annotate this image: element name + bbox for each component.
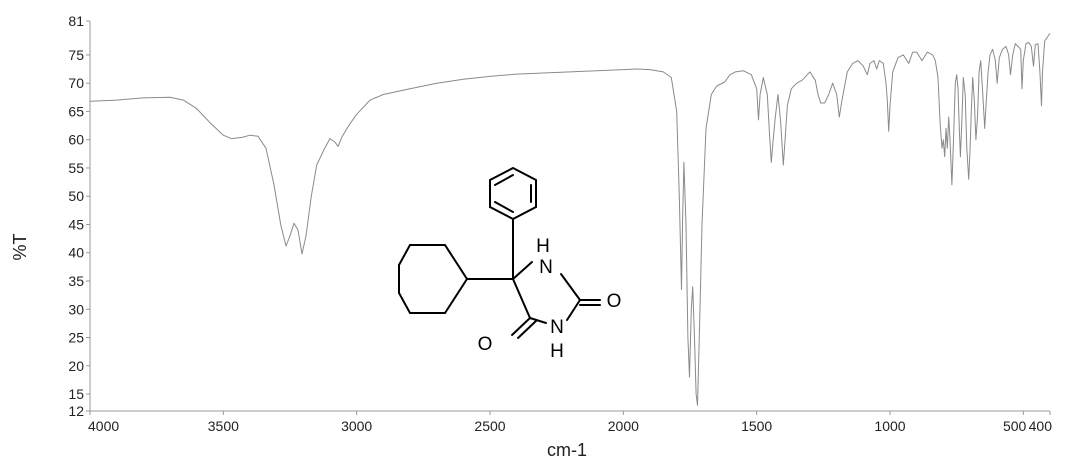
x-tick-label: 3000 bbox=[341, 418, 372, 434]
upper-phenyl-ring bbox=[489, 166, 537, 221]
spectrum-line bbox=[89, 33, 1051, 406]
x-axis-title: cm-1 bbox=[547, 440, 587, 460]
atom-label: O bbox=[607, 291, 622, 312]
chemical-structure-labels: H N O N H O bbox=[478, 236, 622, 362]
y-tick-label: 55 bbox=[68, 160, 84, 176]
x-tick-label: 2500 bbox=[474, 418, 505, 434]
atom-label: N bbox=[550, 317, 564, 338]
y-tick-label: 75 bbox=[68, 47, 84, 63]
y-tick-label: 12 bbox=[68, 403, 84, 419]
x-tick-label: 1000 bbox=[874, 418, 905, 434]
y-tick-label: 15 bbox=[68, 386, 84, 402]
x-tick-label: 2000 bbox=[608, 418, 639, 434]
atom-label: H bbox=[536, 236, 550, 257]
atom-label: O bbox=[478, 334, 493, 355]
y-tick-label: 20 bbox=[68, 358, 84, 374]
y-tick-label: 60 bbox=[68, 132, 84, 148]
atom-label: N bbox=[539, 257, 553, 278]
y-tick-label: 81 bbox=[68, 13, 84, 29]
x-tick-label: 4000 bbox=[88, 418, 119, 434]
atom-label: H bbox=[550, 341, 564, 362]
y-tick-label: 40 bbox=[68, 245, 84, 261]
x-tick-label: 3500 bbox=[208, 418, 239, 434]
x-tick-label: 500 bbox=[1003, 418, 1027, 434]
x-tick-label: 1500 bbox=[741, 418, 772, 434]
y-tick-label: 45 bbox=[68, 216, 84, 232]
y-tick-label: 70 bbox=[68, 75, 84, 91]
y-tick-label: 25 bbox=[68, 330, 84, 346]
y-tick-label: 35 bbox=[68, 273, 84, 289]
x-tick-label: 400 bbox=[1029, 418, 1053, 434]
y-tick-label: 50 bbox=[68, 188, 84, 204]
y-axis-title: %T bbox=[10, 233, 30, 260]
chemical-structure bbox=[398, 166, 601, 339]
y-tick-label: 30 bbox=[68, 301, 84, 317]
y-tick-label: 65 bbox=[68, 103, 84, 119]
left-phenyl-ring bbox=[398, 244, 469, 314]
